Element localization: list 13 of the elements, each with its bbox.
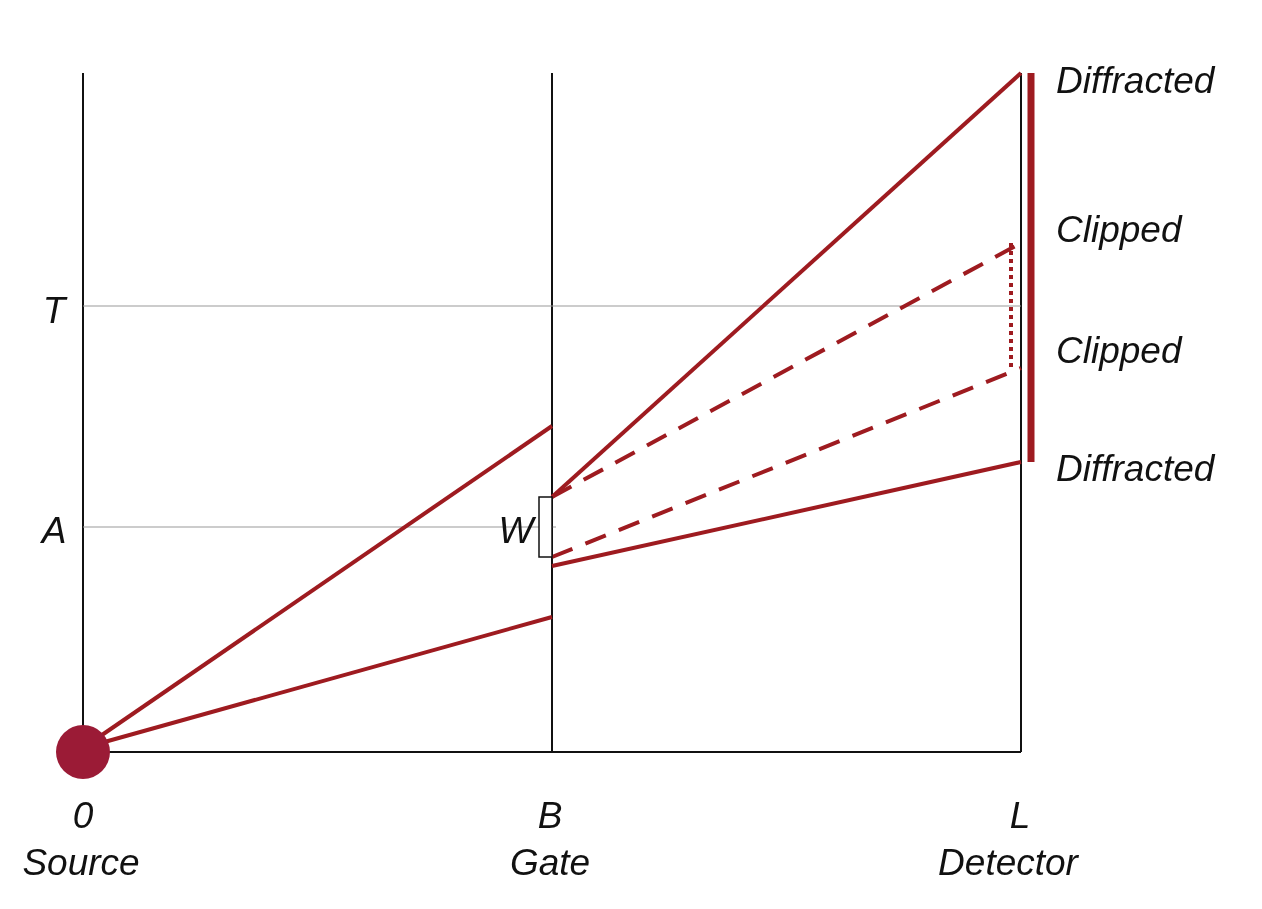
region-label: Diffracted	[1056, 449, 1215, 487]
axis-label: T	[42, 291, 66, 329]
region-label: Clipped	[1056, 210, 1182, 248]
axis-label: Gate	[509, 843, 591, 881]
axis-label: L	[1009, 796, 1031, 834]
axis-label: W	[498, 511, 534, 549]
region-label: Clipped	[1056, 331, 1182, 369]
region-label: Diffracted	[1056, 61, 1215, 99]
axis-label: 0	[72, 796, 94, 834]
axis-label: Detector	[938, 843, 1078, 881]
axis-label: Source	[22, 843, 140, 881]
axis-label: B	[537, 796, 563, 834]
axis-label: A	[41, 511, 67, 549]
